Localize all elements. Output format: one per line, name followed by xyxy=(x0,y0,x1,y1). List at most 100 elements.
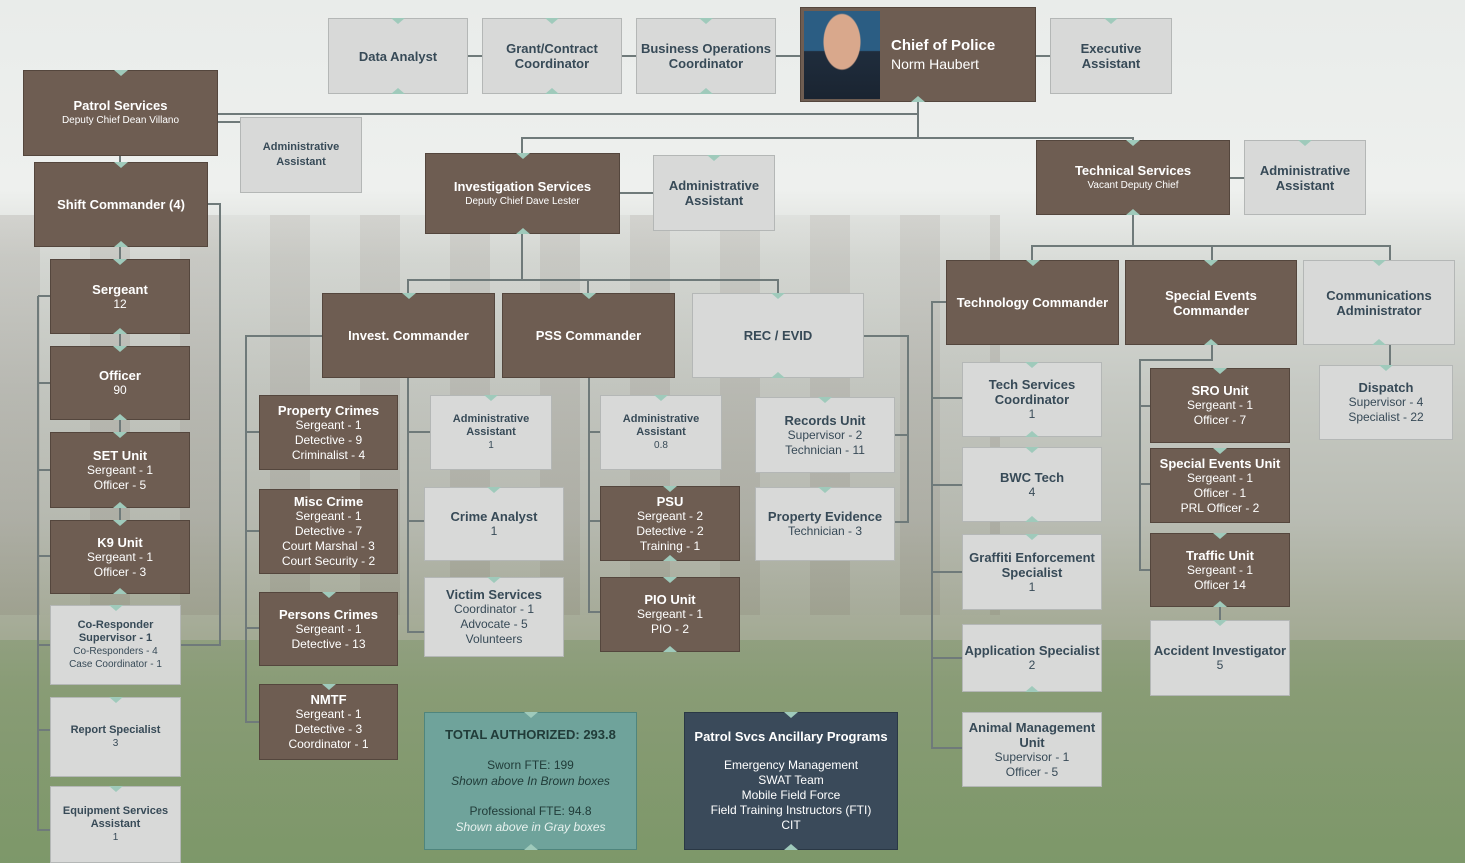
specev-cmd-line2: Commander xyxy=(1173,302,1249,318)
rec-evid-title: REC / EVID xyxy=(743,328,813,343)
patrol-admin-line1: Administrative xyxy=(262,141,340,153)
comm-line1: Communications xyxy=(1326,287,1432,303)
special-events-unit-box: Special Events Unit Sergeant - 1 Officer… xyxy=(1150,448,1290,523)
pss-admin-count: 0.8 xyxy=(654,440,668,451)
grant-title-line1: Grant/Contract xyxy=(506,41,598,56)
total-authorized-box: TOTAL AUTHORIZED: 293.8 Sworn FTE: 199 S… xyxy=(424,712,637,850)
ancillary-item: SWAT Team xyxy=(758,773,824,787)
officer-box: Officer 90 xyxy=(50,346,190,420)
ancillary-item: Emergency Management xyxy=(723,758,859,772)
patrol-sub: Deputy Chief Dean Villano xyxy=(61,115,180,126)
dispatch-line2: Specialist - 22 xyxy=(1348,410,1424,424)
exec-title-line2: Assistant xyxy=(1081,56,1141,71)
misc-crime-line4: Court Security - 2 xyxy=(281,554,376,568)
records-unit-box: Records Unit Supervisor - 2 Technician -… xyxy=(755,397,895,473)
professional-note: Shown above in Gray boxes xyxy=(455,820,606,834)
misc-crime-line3: Court Marshal - 3 xyxy=(282,539,375,553)
ancillary-title: Patrol Svcs Ancillary Programs xyxy=(694,729,888,744)
victim-services-title: Victim Services xyxy=(446,587,542,602)
victim-services-line3: Volunteers xyxy=(465,632,523,646)
application-specialist-box: Application Specialist 2 xyxy=(962,624,1102,692)
sworn-fte: Sworn FTE: 199 xyxy=(487,758,574,772)
data-analyst-box: Data Analyst xyxy=(328,18,468,94)
techcoord-count: 1 xyxy=(1028,407,1036,421)
pss-admin-assistant-box: Administrative Assistant 0.8 xyxy=(600,395,722,470)
invest-commander-box: Invest. Commander xyxy=(322,293,495,378)
techcoord-line1: Tech Services xyxy=(988,377,1076,392)
animal-detail2: Officer - 5 xyxy=(1005,764,1059,779)
coresp-title-line1: Co-Responder xyxy=(77,619,154,631)
ancillary-item: Mobile Field Force xyxy=(741,788,841,802)
misc-crime-box: Misc Crime Sergeant - 1 Detective - 7 Co… xyxy=(259,489,398,574)
bwc-count: 4 xyxy=(1028,484,1036,499)
pss-commander-box: PSS Commander xyxy=(502,293,675,378)
traffic-title: Traffic Unit xyxy=(1186,547,1254,563)
graffiti-enforcement-box: Graffiti Enforcement Specialist 1 xyxy=(962,534,1102,610)
technical-services-box: Technical Services Vacant Deputy Chief xyxy=(1036,140,1230,215)
persons-crimes-line2: Detective - 13 xyxy=(291,636,366,651)
tech-admin-box: Administrative Assistant xyxy=(1244,140,1366,215)
equipment-services-box: Equipment Services Assistant 1 xyxy=(50,786,181,863)
sro-title: SRO Unit xyxy=(1191,383,1249,398)
sergeant-box: Sergeant 12 xyxy=(50,259,190,334)
exec-title-line1: Executive xyxy=(1080,41,1142,56)
chief-name: Norm Haubert xyxy=(891,56,979,72)
ancillary-item: Field Training Instructors (FTI) xyxy=(710,803,872,817)
graffiti-count: 1 xyxy=(1028,579,1036,594)
records-unit-title: Records Unit xyxy=(784,412,866,428)
professional-fte: Professional FTE: 94.8 xyxy=(469,804,592,818)
property-crimes-line2: Detective - 9 xyxy=(294,432,363,447)
chief-of-police-box: Chief of Police Norm Haubert xyxy=(800,7,1036,102)
animal-management-box: Animal Management Unit Supervisor - 1 Of… xyxy=(962,712,1102,787)
communications-administrator-box: Communications Administrator xyxy=(1303,260,1455,345)
business-operations-box: Business Operations Coordinator xyxy=(636,18,776,94)
techcoord-line2: Coordinator xyxy=(994,392,1070,407)
tech-admin-line2: Assistant xyxy=(1275,177,1335,193)
persons-crimes-box: Persons Crimes Sergeant - 1 Detective - … xyxy=(259,592,398,666)
ancillary-item: CIT xyxy=(781,818,801,832)
nmtf-line3: Coordinator - 1 xyxy=(288,737,369,751)
sergeant-count: 12 xyxy=(113,296,127,311)
rec-evid-box: REC / EVID xyxy=(692,293,864,378)
pio-unit-line2: PIO - 2 xyxy=(650,622,689,636)
shift-commander-box: Shift Commander (4) xyxy=(34,162,208,247)
invest-commander-title: Invest. Commander xyxy=(348,328,469,343)
coresp-line1: Co-Responders - 4 xyxy=(73,646,158,657)
persons-crimes-line1: Sergeant - 1 xyxy=(295,621,362,636)
pio-unit-box: PIO Unit Sergeant - 1 PIO - 2 xyxy=(600,577,740,652)
equip-title-line1: Equipment Services xyxy=(62,805,169,817)
misc-crime-line1: Sergeant - 1 xyxy=(295,509,362,523)
bizops-title-line1: Business Operations xyxy=(640,41,772,56)
set-unit-box: SET Unit Sergeant - 1 Officer - 5 xyxy=(50,432,190,508)
property-evidence-line1: Technician - 3 xyxy=(787,524,863,538)
chief-title: Chief of Police xyxy=(891,37,996,54)
crime-analyst-count: 1 xyxy=(490,524,498,538)
executive-assistant-box: Executive Assistant xyxy=(1050,18,1172,94)
crime-analyst-title: Crime Analyst xyxy=(450,509,538,524)
investigation-services-box: Investigation Services Deputy Chief Dave… xyxy=(425,153,620,234)
patrol-title: Patrol Services xyxy=(73,98,168,113)
coresp-title-line2: Supervisor - 1 xyxy=(78,632,153,644)
property-crimes-line1: Sergeant - 1 xyxy=(295,417,362,432)
traffic-line2: Officer 14 xyxy=(1194,577,1246,592)
technology-commander-box: Technology Commander xyxy=(946,260,1119,345)
victim-services-line1: Coordinator - 1 xyxy=(453,602,535,616)
animal-line2: Unit xyxy=(1019,734,1045,750)
property-crimes-title: Property Crimes xyxy=(277,402,380,418)
set-unit-line2: Officer - 5 xyxy=(93,477,147,492)
property-crimes-box: Property Crimes Sergeant - 1 Detective -… xyxy=(259,395,398,470)
traffic-line1: Sergeant - 1 xyxy=(1186,562,1254,577)
specev-title: Special Events Unit xyxy=(1159,455,1281,471)
animal-detail1: Supervisor - 1 xyxy=(994,749,1070,764)
invest-admin-line2: Assistant xyxy=(684,193,744,208)
pio-unit-title: PIO Unit xyxy=(644,592,696,607)
psu-line1: Sergeant - 2 xyxy=(636,508,704,523)
pss-admin-line2: Assistant xyxy=(636,426,686,438)
chief-photo xyxy=(804,11,880,99)
tech-title: Technical Services xyxy=(1074,162,1192,178)
sworn-note: Shown above In Brown boxes xyxy=(451,774,610,788)
equip-count: 1 xyxy=(112,832,119,843)
inv-admin-count: 1 xyxy=(488,440,494,451)
grant-coordinator-box: Grant/Contract Coordinator xyxy=(482,18,622,94)
dispatch-box: Dispatch Supervisor - 4 Specialist - 22 xyxy=(1319,365,1453,440)
